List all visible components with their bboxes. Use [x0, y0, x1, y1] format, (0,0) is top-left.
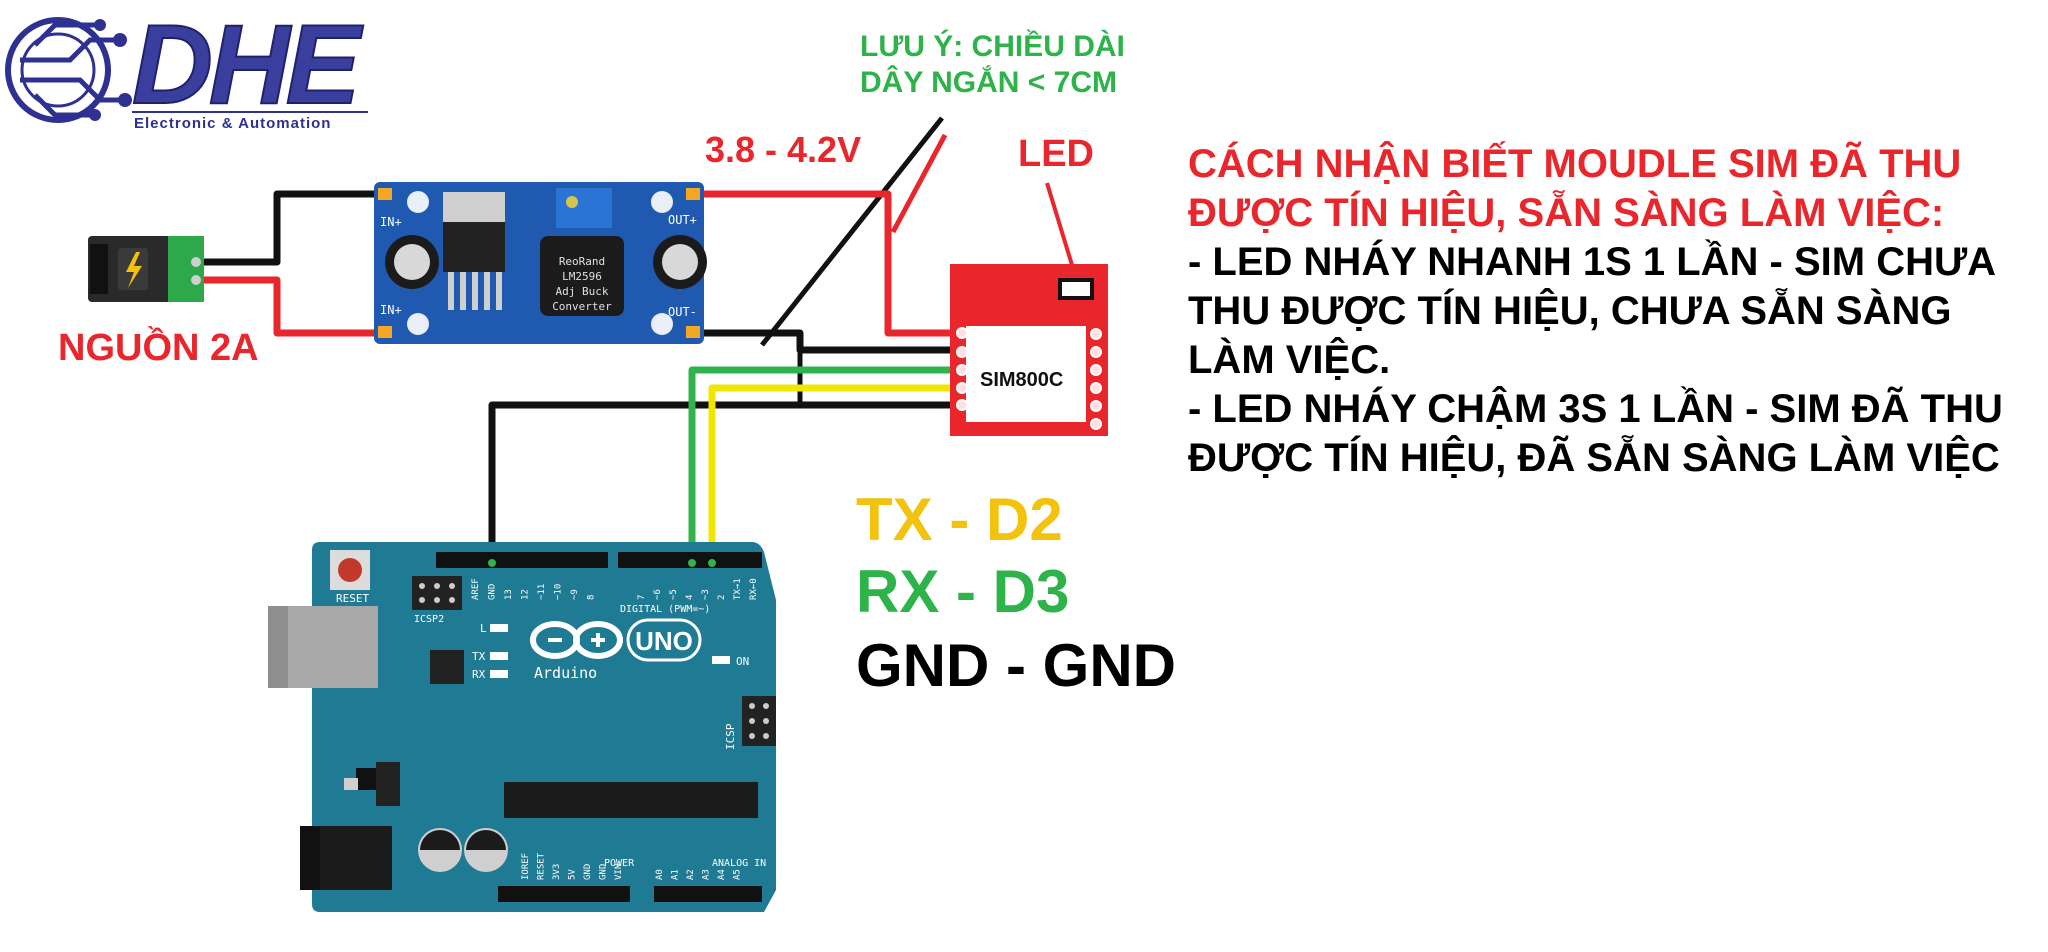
digital-pin-label: 7 — [637, 595, 647, 600]
digital-pin-label: ~5 — [669, 589, 679, 600]
power-pin-label: 3V3 — [552, 864, 562, 880]
tx-mapping-label: TX - D2 — [856, 486, 1063, 553]
logo-text: DHE — [132, 2, 364, 127]
reset-label: RESET — [336, 592, 369, 605]
wire-out-positive — [695, 190, 958, 337]
led-tx-label: TX — [472, 650, 486, 663]
power-analog-header — [498, 886, 762, 902]
digital-pin-label: GND — [488, 584, 498, 600]
led-pointer-line — [1045, 182, 1074, 266]
digital-pin-label: ~11 — [537, 584, 547, 600]
power-pin-label: 5V — [568, 869, 578, 880]
analog-pin-label: A4 — [717, 869, 727, 880]
notes-heading-line2: ĐƯỢC TÍN HIỆU, SẴN SÀNG LÀM VIỆC: — [1188, 191, 1945, 235]
led-l-label: L — [480, 622, 487, 635]
digital-pin-label: ~3 — [701, 589, 711, 600]
analog-pin-label: A1 — [671, 869, 681, 880]
sim-module-label: SIM800C — [980, 369, 1063, 391]
buck-chip-line1: ReoRand — [559, 255, 605, 268]
dhe-logo: DHE Electronic & Automation — [5, 1, 369, 132]
power-header-label: POWER — [604, 858, 635, 869]
arduino-brand-label: Arduino — [534, 664, 597, 682]
icsp2-label: ICSP2 — [414, 614, 444, 625]
digital-pin-label: ~10 — [554, 584, 564, 600]
digital-pin-label: ~9 — [570, 589, 580, 600]
buck-converter-module: ReoRand LM2596 Adj Buck Converter IN+ IN… — [374, 182, 707, 344]
wire-power-positive — [203, 276, 385, 337]
lightning-bolt-icon — [126, 252, 142, 288]
digital-pin-label: 2 — [717, 595, 727, 600]
wire-rx-yellow — [708, 384, 958, 563]
analog-header-label: ANALOG IN — [712, 858, 766, 869]
wire-out-negative — [695, 329, 958, 354]
sim800c-module: SIM800C — [950, 264, 1108, 436]
buck-out-plus: OUT+ — [668, 213, 697, 227]
notes-item-slow-blink: - LED NHÁY CHẬM 3S 1 LẦN - SIM ĐÃ THU ĐƯ… — [1188, 387, 2003, 480]
led-label: LED — [1018, 133, 1094, 175]
digital-pin-label: ~6 — [653, 589, 663, 600]
power-pin-label: IOREF — [521, 853, 531, 880]
buck-chip-line4: Converter — [552, 300, 612, 313]
wire-power-negative — [203, 190, 385, 266]
buck-out-minus: OUT- — [668, 305, 697, 319]
on-label: ON — [736, 655, 749, 668]
led-status-notes: CÁCH NHẬN BIẾT MOUDLE SIM ĐÃ THU ĐƯỢC TÍ… — [1188, 140, 2038, 483]
status-led-icon — [1058, 278, 1094, 300]
power-pin-label: VIN — [614, 864, 624, 880]
arduino-infinity-logo-icon — [530, 621, 623, 659]
power-pin-label: RESET — [537, 852, 547, 880]
digital-pin-label: 12 — [521, 589, 531, 600]
wire-length-note-line1: LƯU Ý: CHIỀU DÀI — [860, 29, 1125, 63]
voltage-label: 3.8 - 4.2V — [705, 129, 861, 170]
digital-pin-label: RX←0 — [749, 578, 759, 600]
digital-pin-label: AREF — [471, 578, 481, 600]
analog-pin-label: A3 — [702, 869, 712, 880]
power-analog-pin-labels: IOREF RESET 3V3 5V GND GND VIN A0 A1 A2 A3 A4 A5 — [521, 852, 743, 880]
circuit-globe-icon — [5, 17, 132, 123]
analog-pin-label: A5 — [733, 869, 743, 880]
buck-in-plus-top: IN+ — [380, 215, 402, 229]
power-pin-label: GND — [599, 864, 609, 880]
digital-label: DIGITAL (PWM=~) — [620, 604, 710, 615]
notes-item-fast-blink: - LED NHÁY NHANH 1S 1 LẦN - SIM CHƯA THU… — [1188, 240, 1995, 382]
digital-pin-label: TX→1 — [733, 578, 743, 600]
notes-heading-line1: CÁCH NHẬN BIẾT MOUDLE SIM ĐÃ THU — [1188, 142, 1962, 186]
note-pointer-line — [760, 116, 944, 347]
logo-subtitle: Electronic & Automation — [134, 115, 331, 132]
digital-pin-label: 4 — [685, 595, 695, 600]
power-label: NGUỒN 2A — [58, 325, 259, 369]
wire-gnd-arduino — [488, 401, 958, 563]
icsp-label: ICSP — [724, 723, 737, 750]
analog-pin-label: A0 — [655, 869, 665, 880]
digital-pin-labels: AREF GND 13 12 ~11 ~10 ~9 8 7 ~6 ~5 4 ~3 2 TX→1 RX←0 — [471, 578, 759, 600]
power-pin-label: GND — [583, 864, 593, 880]
gnd-mapping-label: GND - GND — [856, 632, 1176, 699]
buck-in-plus-bottom: IN+ — [380, 303, 402, 317]
rx-mapping-label: RX - D3 — [856, 558, 1069, 625]
buck-chip-line3: Adj Buck — [556, 285, 609, 298]
uno-label: UNO — [635, 626, 693, 656]
digital-pin-label: 13 — [504, 589, 514, 600]
wire-length-note-line2: DÂY NGẮN < 7CM — [860, 65, 1117, 99]
buck-chip-line2: LM2596 — [562, 270, 602, 283]
voltage-pointer-line — [890, 133, 948, 234]
led-rx-label: RX — [472, 668, 486, 681]
digital-pin-label: 8 — [587, 595, 597, 600]
wires — [203, 190, 958, 563]
power-jack — [88, 236, 204, 302]
analog-pin-label: A2 — [686, 869, 696, 880]
wire-tx-green — [688, 366, 958, 563]
